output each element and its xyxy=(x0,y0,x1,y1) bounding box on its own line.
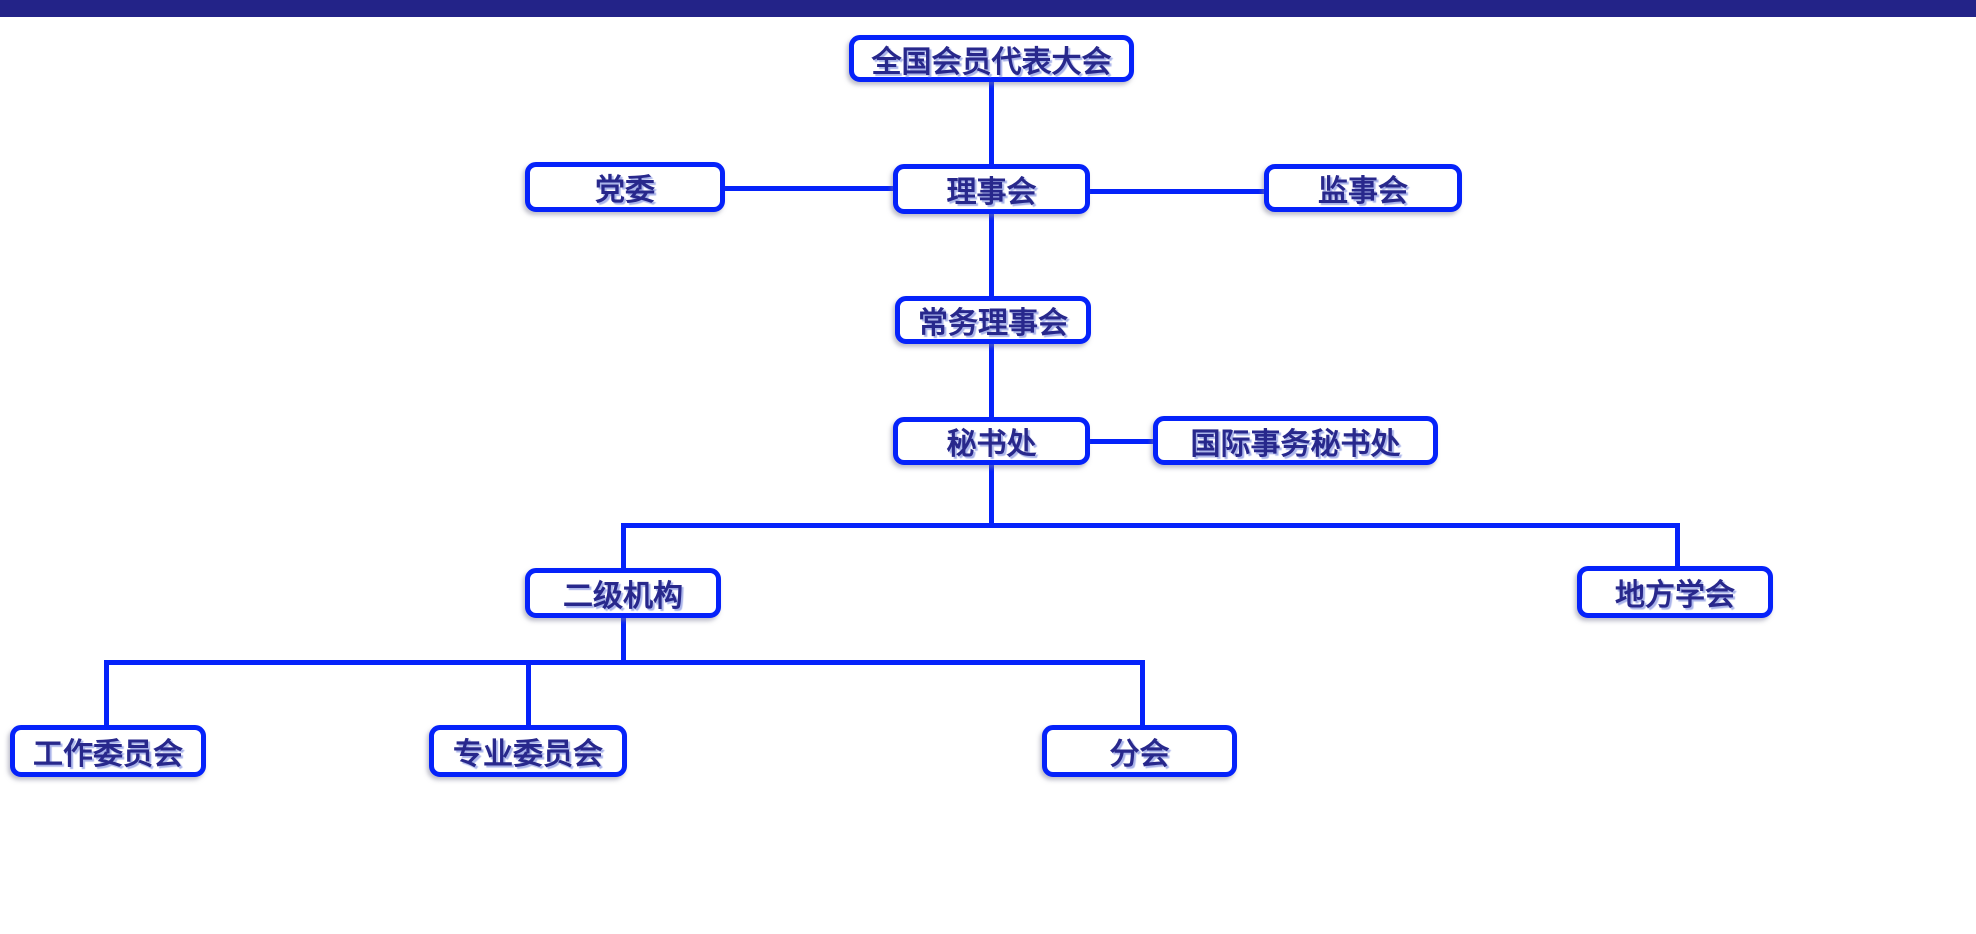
org-node-secretariat: 秘书处 xyxy=(893,417,1090,465)
org-node-party-committee: 党委 xyxy=(525,162,725,212)
org-node-council: 理事会 xyxy=(893,164,1090,214)
org-node-standing-council: 常务理事会 xyxy=(895,296,1091,344)
connector-secondary-down xyxy=(621,618,626,665)
org-node-secondary-institutions: 二级机构 xyxy=(525,568,721,618)
connector-drop-branch xyxy=(1140,660,1145,725)
connector-standing-secretariat xyxy=(989,344,994,417)
org-node-national-congress: 全国会员代表大会 xyxy=(849,35,1134,82)
org-node-local-societies: 地方学会 xyxy=(1577,566,1773,618)
connector-drop-secondary xyxy=(621,523,626,568)
connector-secretariat-intl xyxy=(1090,439,1153,444)
connector-council-standing xyxy=(989,214,994,296)
org-node-branch: 分会 xyxy=(1042,725,1237,777)
connector-bus-level6 xyxy=(104,660,1145,665)
org-node-international-secretariat: 国际事务秘书处 xyxy=(1153,416,1438,465)
connector-bus-level5 xyxy=(621,523,1680,528)
connector-council-supervisory xyxy=(1090,189,1264,194)
org-node-working-committee: 工作委员会 xyxy=(10,725,206,777)
connector-drop-local xyxy=(1675,523,1680,566)
connector-drop-professional xyxy=(526,660,531,725)
connector-party-council xyxy=(725,186,893,191)
connector-drop-working xyxy=(104,660,109,725)
top-bar xyxy=(0,0,1976,17)
org-node-supervisory-board: 监事会 xyxy=(1264,164,1462,212)
connector-national-council xyxy=(989,82,994,166)
connector-secretariat-down xyxy=(989,465,994,528)
org-node-professional-committee: 专业委员会 xyxy=(429,725,627,777)
